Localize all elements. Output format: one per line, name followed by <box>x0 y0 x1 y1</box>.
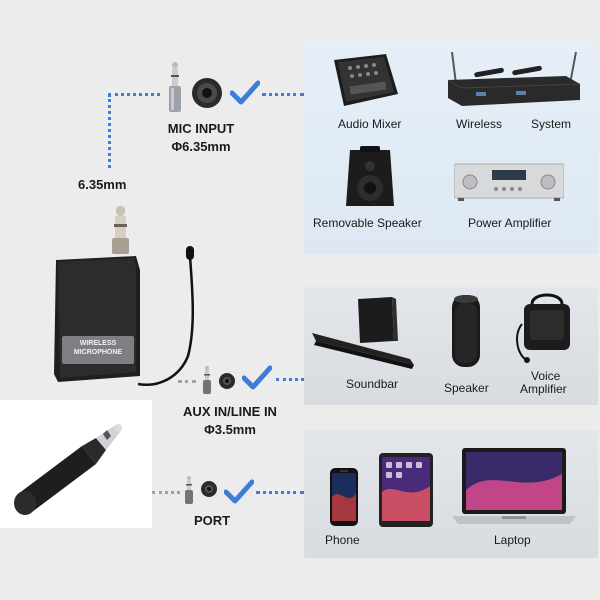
jack-port-icon <box>200 480 218 498</box>
soundbar-label: Soundbar <box>346 377 399 391</box>
aux-in-size: Φ3.5mm <box>204 422 256 437</box>
check-icon-port <box>224 479 254 505</box>
mic-guide-line-right <box>262 93 304 96</box>
port-guide-line-left <box>152 491 180 494</box>
system-label: System <box>531 117 572 131</box>
voice-label: Voice <box>531 369 561 383</box>
laptop-label: Laptop <box>494 533 531 547</box>
wireless-label: Wireless <box>456 117 503 131</box>
device-label-line1: WIRELESS <box>79 340 117 347</box>
audio-mixer-label: Audio Mixer <box>338 117 402 131</box>
audio-mixer-image <box>330 50 400 110</box>
jack-3-5-icon <box>218 372 236 390</box>
aux-guide-line-left <box>178 380 196 383</box>
wireless-microphone-transmitter <box>40 206 210 402</box>
tablet-image <box>378 452 434 528</box>
voice-amplifier-image <box>514 290 580 368</box>
check-icon-mic <box>230 80 260 106</box>
mic-guide-line-left <box>108 93 160 96</box>
mic-input-name: MIC INPUT <box>167 121 235 136</box>
check-icon-aux <box>242 365 272 391</box>
dimension-label: 6.35mm <box>78 177 127 192</box>
port-label: PORT <box>193 513 231 528</box>
laptop-image <box>452 446 576 528</box>
soundbar-image <box>310 295 418 375</box>
plug-6-35-icon <box>168 62 182 112</box>
mic-guide-line-vertical <box>108 94 111 168</box>
jack-adapter <box>10 418 130 518</box>
speaker-image <box>450 293 482 369</box>
aux-in-name: AUX IN/LINE IN <box>183 404 277 419</box>
removable-speaker-image <box>344 146 396 210</box>
phone-image <box>329 467 359 527</box>
jack-6-35-icon <box>190 76 224 110</box>
aux-guide-line-right <box>276 378 304 381</box>
plug-port-icon <box>184 476 194 504</box>
amplifier-label: Amplifier <box>520 382 567 396</box>
device-label: WIRELESS MICROPHONE <box>63 339 133 357</box>
wireless-system-image <box>446 50 582 110</box>
phone-label: Phone <box>325 533 360 547</box>
device-label-line2: MICROPHONE <box>73 349 123 356</box>
power-amplifier-image <box>454 162 564 202</box>
speaker-label: Speaker <box>444 381 489 395</box>
mic-input-label: MIC INPUT Φ6.35mm <box>146 121 256 154</box>
power-amplifier-label: Power Amplifier <box>468 216 552 230</box>
removable-speaker-label: Removable Speaker <box>313 216 422 230</box>
mic-input-size: Φ6.35mm <box>171 139 231 154</box>
aux-in-label: AUX IN/LINE IN Φ3.5mm <box>162 404 298 437</box>
port-guide-line-right <box>256 491 304 494</box>
plug-3-5-icon <box>202 366 212 394</box>
